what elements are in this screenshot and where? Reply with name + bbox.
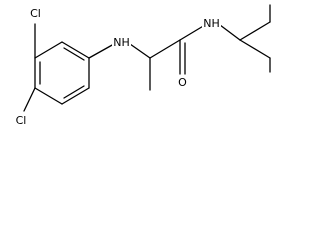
- bond-nh-calpha: [129, 43, 151, 59]
- bond-ch-upper: [239, 21, 271, 41]
- bond-nh-ch: [219, 24, 241, 41]
- label-nh-amine: NH: [113, 36, 130, 49]
- atom-o-carbonyl: O: [176, 75, 189, 89]
- bond-carbonyl-nh: [179, 24, 206, 41]
- molecule-structure: Cl Cl NH NH O: [14, 4, 271, 127]
- ring-bond-1: [61, 41, 90, 59]
- atom-cl-bottom: Cl: [14, 113, 29, 127]
- atom-cl-top: Cl: [28, 6, 43, 20]
- bond-cl-bottom: [23, 87, 36, 112]
- bond-ch-lower: [239, 39, 271, 59]
- ring-double-bond-2: [63, 85, 85, 99]
- ring-double-bond-1: [63, 47, 85, 61]
- benzene-ring: [34, 41, 90, 105]
- ring-bond-3: [61, 87, 90, 105]
- atom-nh-amine: NH: [112, 35, 131, 49]
- ring-bond-4: [34, 87, 63, 105]
- label-cl-bottom: Cl: [16, 114, 27, 127]
- ring-bond-6: [34, 41, 63, 59]
- bond-ring-nh: [88, 43, 115, 59]
- label-nh-amide: NH: [203, 17, 220, 30]
- bond-calpha-carbonyl: [149, 39, 181, 59]
- label-o-carbonyl: O: [178, 76, 187, 89]
- atom-nh-amide: NH: [202, 16, 221, 30]
- label-cl-top: Cl: [30, 7, 41, 20]
